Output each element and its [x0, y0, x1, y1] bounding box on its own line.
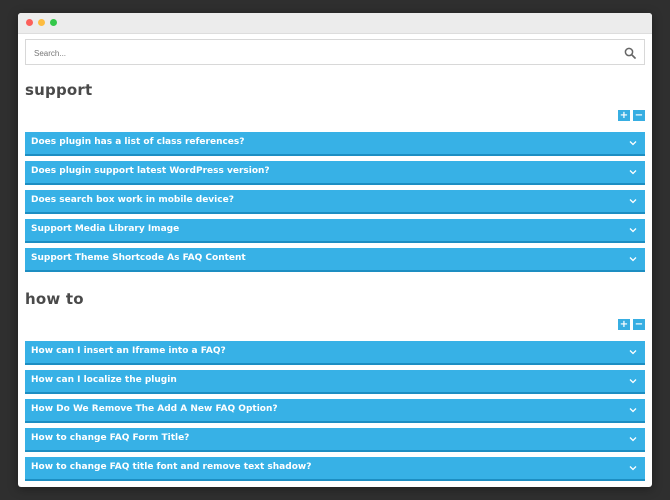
- group-title: support: [25, 81, 93, 99]
- faq-group-support: support + − Does plugin has a list of cl…: [25, 81, 645, 311]
- faq-item[interactable]: Support Theme Shortcode As FAQ Content: [25, 248, 645, 272]
- expand-all-button[interactable]: +: [618, 110, 630, 121]
- chevron-down-icon: [629, 199, 637, 204]
- faq-item[interactable]: How to change FAQ title font and remove …: [25, 457, 645, 481]
- faq-list: Does plugin has a list of class referenc…: [25, 132, 645, 277]
- search-input[interactable]: [32, 45, 616, 62]
- group-title: how to: [25, 290, 84, 308]
- chevron-down-icon: [629, 257, 637, 262]
- faq-item[interactable]: How can I insert an Iframe into a FAQ?: [25, 341, 645, 365]
- faq-question: Support Theme Shortcode As FAQ Content: [31, 253, 246, 263]
- chevron-down-icon: [629, 466, 637, 471]
- collapse-all-button[interactable]: −: [633, 110, 645, 121]
- chevron-down-icon: [629, 350, 637, 355]
- faq-question: How can I insert an Iframe into a FAQ?: [31, 346, 226, 356]
- faq-question: How can I localize the plugin: [31, 375, 177, 385]
- faq-group-how-to: how to + − How can I insert an Iframe in…: [25, 290, 645, 487]
- collapse-all-button[interactable]: −: [633, 319, 645, 330]
- faq-item[interactable]: How Do We Remove The Add A New FAQ Optio…: [25, 399, 645, 423]
- faq-item[interactable]: Support Media Library Image: [25, 219, 645, 243]
- faq-list: How can I insert an Iframe into a FAQ? H…: [25, 341, 645, 486]
- faq-item[interactable]: Does plugin has a list of class referenc…: [25, 132, 645, 156]
- faq-question: Does search box work in mobile device?: [31, 195, 234, 205]
- chevron-down-icon: [629, 379, 637, 384]
- faq-item[interactable]: Does search box work in mobile device?: [25, 190, 645, 214]
- group-controls: + −: [618, 110, 645, 121]
- chevron-down-icon: [629, 437, 637, 442]
- faq-question: How to change FAQ title font and remove …: [31, 462, 312, 472]
- faq-item[interactable]: Does plugin support latest WordPress ver…: [25, 161, 645, 185]
- browser-window: support + − Does plugin has a list of cl…: [18, 13, 652, 487]
- minimize-window-icon[interactable]: [38, 19, 45, 26]
- expand-all-button[interactable]: +: [618, 319, 630, 330]
- chevron-down-icon: [629, 408, 637, 413]
- search-box: [25, 39, 645, 65]
- faq-question: Does plugin has a list of class referenc…: [31, 137, 245, 147]
- faq-question: How Do We Remove The Add A New FAQ Optio…: [31, 404, 278, 414]
- group-controls: + −: [618, 319, 645, 330]
- window-titlebar: [18, 13, 652, 34]
- chevron-down-icon: [629, 228, 637, 233]
- faq-page: support + − Does plugin has a list of cl…: [25, 39, 645, 481]
- faq-question: Does plugin support latest WordPress ver…: [31, 166, 270, 176]
- chevron-down-icon: [629, 170, 637, 175]
- faq-question: How to change FAQ Form Title?: [31, 433, 190, 443]
- maximize-window-icon[interactable]: [50, 19, 57, 26]
- faq-question: Support Media Library Image: [31, 224, 180, 234]
- faq-item[interactable]: How to change FAQ Form Title?: [25, 428, 645, 452]
- chevron-down-icon: [629, 141, 637, 146]
- search-icon[interactable]: [624, 47, 636, 59]
- faq-item[interactable]: How can I localize the plugin: [25, 370, 645, 394]
- close-window-icon[interactable]: [26, 19, 33, 26]
